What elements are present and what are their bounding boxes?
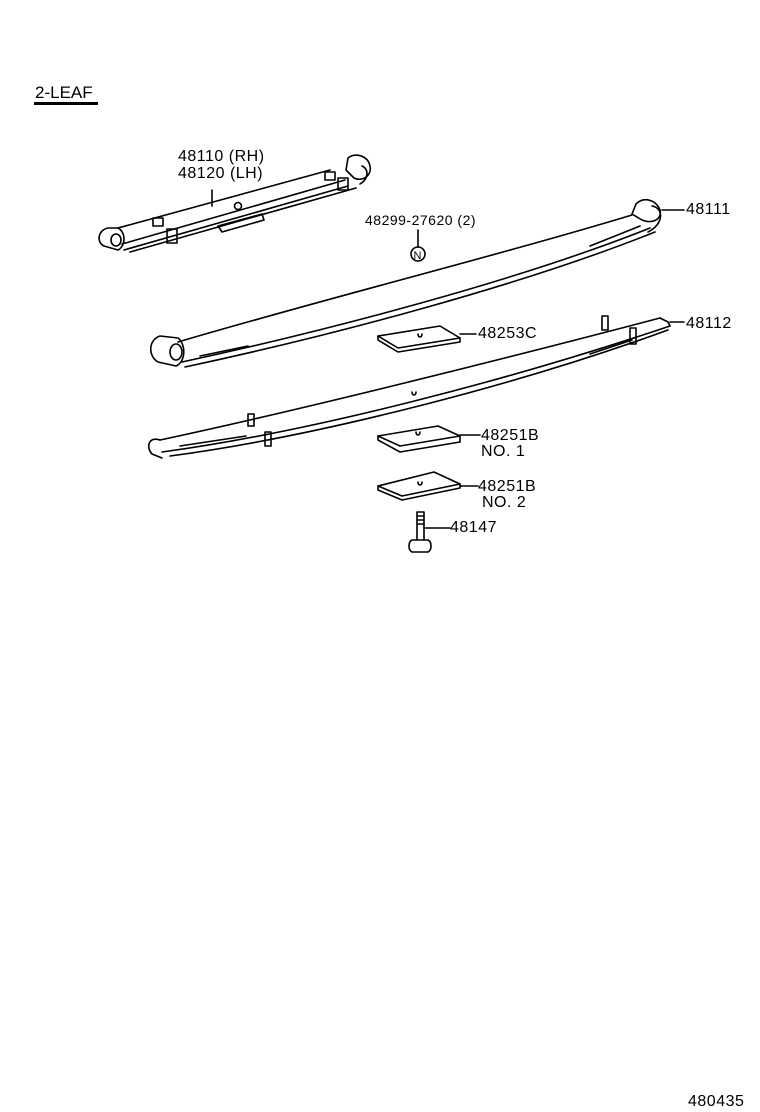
label-48251B-no1: 48251B [481,427,540,444]
label-48147: 48147 [450,519,497,536]
figure-code: 480435 [688,1093,745,1110]
label-48111: 48111 [686,201,731,218]
nut-marker-48299[interactable]: N [410,229,426,262]
bolt-48147[interactable] [408,511,451,553]
label-48120: 48120 (LH) [178,165,264,182]
pad-48251B-no2[interactable] [377,471,479,501]
leaf-48112[interactable] [147,315,685,459]
diagram-title: 2-LEAF [35,83,93,102]
label-48251B-no2-sub: NO. 2 [482,494,527,511]
spring-assembly-48110[interactable] [98,154,372,253]
label-48253C: 48253C [478,325,538,342]
main-leaf-48111[interactable] [149,198,685,368]
pad-48251B-no1[interactable] [377,425,481,453]
pad-48253C[interactable] [377,325,477,353]
label-48251B-no1-sub: NO. 1 [481,443,526,460]
label-48299: 48299-27620 (2) [365,212,477,228]
svg-text:N: N [414,250,422,262]
title-underline [34,102,98,105]
label-48251B-no2: 48251B [478,478,537,495]
label-48112: 48112 [686,315,732,332]
label-48110: 48110 (RH) [178,148,265,165]
